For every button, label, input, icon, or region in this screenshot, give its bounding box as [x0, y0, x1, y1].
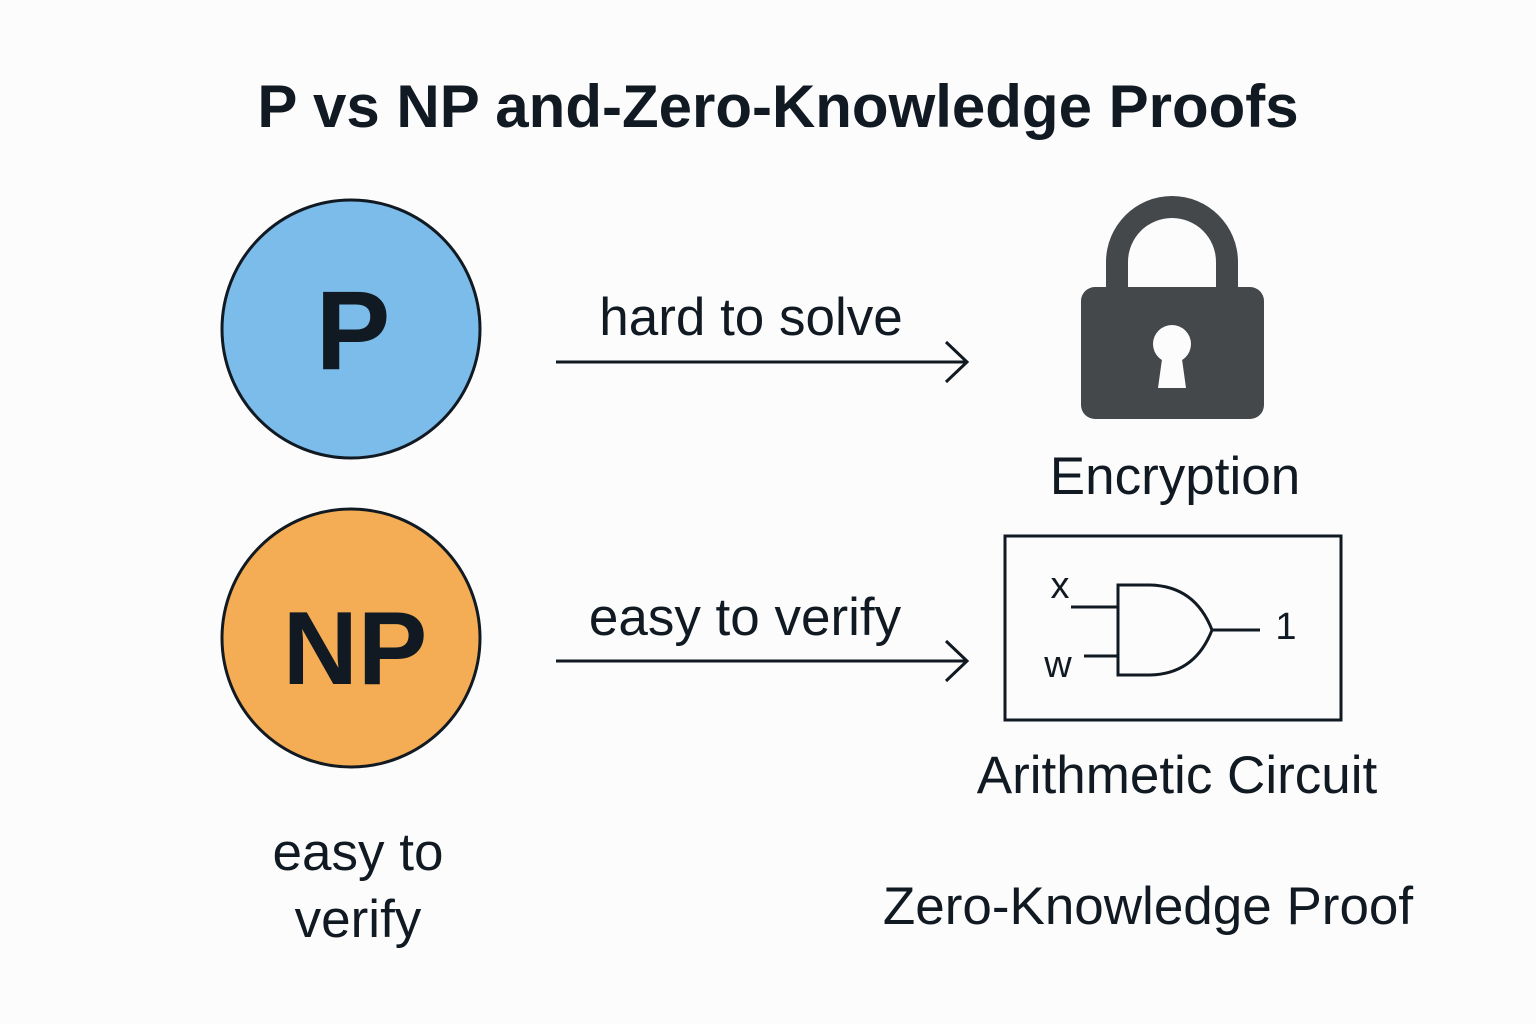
circuit-input-x: x: [1051, 565, 1070, 607]
lock-caption: Encryption: [1050, 447, 1300, 506]
p-class-node: P: [220, 198, 482, 460]
arrow-hard-to-solve: hard to solve: [556, 288, 970, 384]
page-title: P vs NP and-Zero-Knowledge Proofs: [257, 73, 1298, 140]
np-label: NP: [283, 591, 427, 707]
np-circle: [220, 507, 482, 769]
circuit-caption: Arithmetic Circuit: [977, 746, 1378, 805]
circuit-output: 1: [1275, 606, 1296, 648]
np-caption-line-2: verify: [295, 890, 422, 949]
arrow-head-icon: [944, 639, 970, 683]
np-caption-line-1: easy to: [273, 823, 444, 882]
circuit-box: [1003, 534, 1343, 722]
zero-knowledge-proof-label: Zero-Knowledge Proof: [883, 877, 1414, 936]
arithmetic-circuit: x w 1: [1003, 534, 1343, 722]
arrow-easy-to-verify: easy to verify: [556, 588, 970, 683]
p-label: P: [316, 268, 391, 393]
arrow-label: easy to verify: [589, 588, 902, 647]
arrow-head-icon: [944, 340, 970, 384]
lock-icon: [1081, 196, 1264, 419]
and-gate-icon: [1116, 583, 1214, 677]
np-class-node: NP: [220, 507, 482, 769]
arrow-label: hard to solve: [599, 288, 902, 347]
p-circle: [220, 198, 482, 460]
circuit-input-w: w: [1043, 644, 1072, 686]
